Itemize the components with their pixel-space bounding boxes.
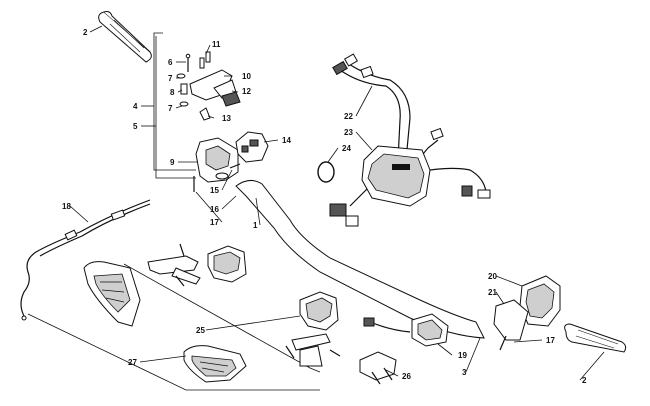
handguard-frame-lines [27,263,321,391]
callout-26: 26 [402,372,411,381]
wire-harness [329,53,491,227]
leader-lines [69,25,605,381]
ring [317,161,335,183]
right-handguard [183,345,247,383]
right-grip [564,323,627,353]
callout-12: 12 [242,87,251,96]
callout-18: 18 [62,202,71,211]
throttle-lever-assembly [176,51,269,192]
callout-labels: 2 4 5 6 7 8 7 11 10 12 13 14 9 15 16 17 … [62,28,587,385]
right-handguard-mount [285,291,341,367]
callout-9: 9 [170,158,175,167]
callout-15: 15 [210,186,219,195]
callout-8: 8 [170,88,175,97]
callout-5: 5 [133,122,138,131]
callout-22: 22 [344,112,353,121]
callout-14: 14 [282,136,291,145]
callout-2-right-grip: 2 [582,376,587,385]
callout-20: 20 [488,272,497,281]
callout-21: 21 [488,288,497,297]
callout-13: 13 [222,114,231,123]
callout-24: 24 [342,144,351,153]
callout-1: 1 [253,221,258,230]
left-frame-lines [153,32,196,179]
callout-16: 16 [210,205,219,214]
callout-10: 10 [242,72,251,81]
heated-grip-harness [363,313,449,347]
callout-4: 4 [133,102,138,111]
handlebar-tube [235,180,485,339]
right-clamp-assembly [493,275,561,351]
callout-17-right: 17 [546,336,555,345]
callout-25: 25 [196,326,205,335]
callout-3: 3 [462,368,467,377]
callout-7-upper: 7 [168,74,173,83]
callout-11: 11 [212,40,221,49]
left-grip [98,11,152,63]
callout-17-left: 17 [210,218,219,227]
callout-7-lower: 7 [168,104,173,113]
left-handguard [83,261,141,327]
callout-6: 6 [168,58,173,67]
callout-23: 23 [344,128,353,137]
throttle-cable [20,199,151,321]
callout-19: 19 [458,351,467,360]
control-module [361,145,431,207]
left-handguard-mount [147,243,247,287]
mount-bracket-kit [359,351,397,385]
callout-27: 27 [128,358,137,367]
callout-2-left-grip: 2 [83,28,88,37]
